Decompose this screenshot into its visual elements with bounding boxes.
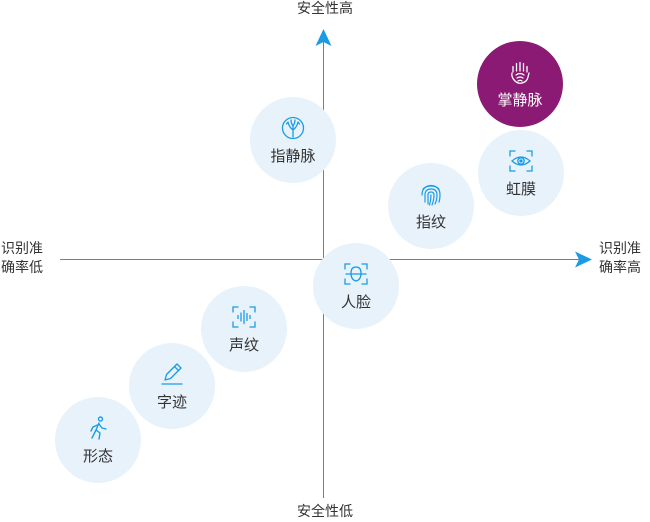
node-finger-vein: 指静脉 xyxy=(250,97,336,183)
finger-vein-icon xyxy=(281,116,305,140)
axis-label-left-line2: 确率低 xyxy=(1,260,43,276)
voice-icon xyxy=(232,306,256,328)
node-palm-vein-label: 掌静脉 xyxy=(497,91,543,109)
node-handwriting-label: 字迹 xyxy=(156,393,187,411)
axis-label-left: 识别准 确率低 xyxy=(1,240,61,278)
node-finger-vein-label: 指静脉 xyxy=(270,147,316,165)
axis-label-right-line2: 确率高 xyxy=(599,260,641,276)
horizontal-axis xyxy=(60,251,592,268)
axis-label-right: 识别准 确率高 xyxy=(599,240,650,278)
axis-label-top: 安全性高 xyxy=(297,1,353,17)
horizontal-axis-arrow xyxy=(575,251,592,268)
handwriting-icon xyxy=(161,363,183,385)
node-handwriting: 字迹 xyxy=(129,343,215,429)
node-face: 人脸 xyxy=(313,243,399,329)
palm-vein-icon xyxy=(511,61,530,84)
vertical-axis-arrow xyxy=(315,29,332,46)
fingerprint-icon xyxy=(421,184,441,206)
node-palm-vein: 掌静脉 xyxy=(477,41,563,127)
node-voice-label: 声纹 xyxy=(228,336,259,354)
gait-icon xyxy=(90,416,107,440)
iris-icon xyxy=(509,150,533,172)
node-iris-label: 虹膜 xyxy=(505,180,536,198)
node-fingerprint-label: 指纹 xyxy=(415,213,446,231)
axis-label-left-line1: 识别准 xyxy=(1,241,43,257)
node-iris: 虹膜 xyxy=(478,130,564,216)
node-voice: 声纹 xyxy=(201,286,287,372)
node-gait-label: 形态 xyxy=(82,447,113,465)
face-icon xyxy=(344,263,368,285)
axis-label-bottom: 安全性低 xyxy=(297,504,353,520)
axis-label-right-line1: 识别准 xyxy=(599,241,641,257)
node-face-label: 人脸 xyxy=(340,293,371,311)
node-fingerprint: 指纹 xyxy=(388,163,474,249)
node-gait: 形态 xyxy=(55,397,141,483)
